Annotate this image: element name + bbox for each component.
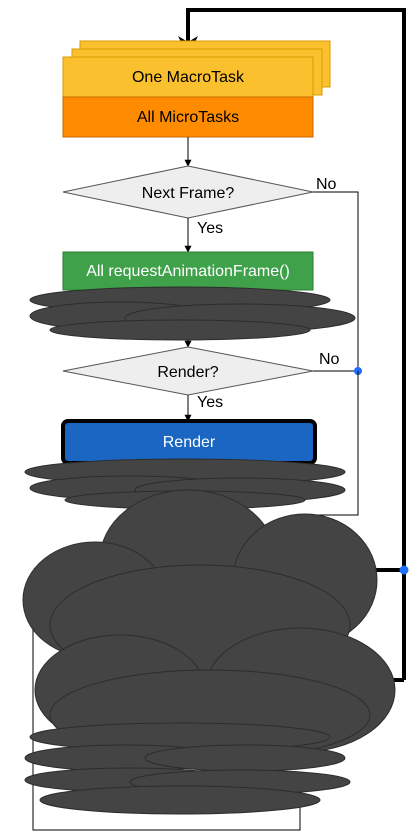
macrotask-box — [62, 56, 314, 98]
cloud-raf — [29, 286, 356, 341]
next-frame-yes-label: Yes — [197, 220, 223, 237]
next-frame-no-label: No — [316, 176, 337, 193]
cloud-large — [22, 489, 396, 761]
next-frame-label: Next Frame? — [142, 185, 235, 202]
raf-box — [62, 251, 314, 291]
next-frame-no-line — [313, 191, 359, 370]
render-yes-label: Yes — [197, 394, 223, 411]
loop-back-line — [178, 8, 406, 680]
render-label: Render — [163, 434, 216, 451]
render-no-label: No — [319, 351, 340, 368]
junction-dot-loop — [399, 565, 409, 575]
raf-label: All requestAnimationFrame() — [86, 263, 290, 280]
render-decision-label: Render? — [157, 364, 218, 381]
microtasks-label: All MicroTasks — [137, 109, 239, 126]
macrotask-label: One MacroTask — [132, 69, 245, 86]
cloud-bottom — [24, 722, 351, 815]
